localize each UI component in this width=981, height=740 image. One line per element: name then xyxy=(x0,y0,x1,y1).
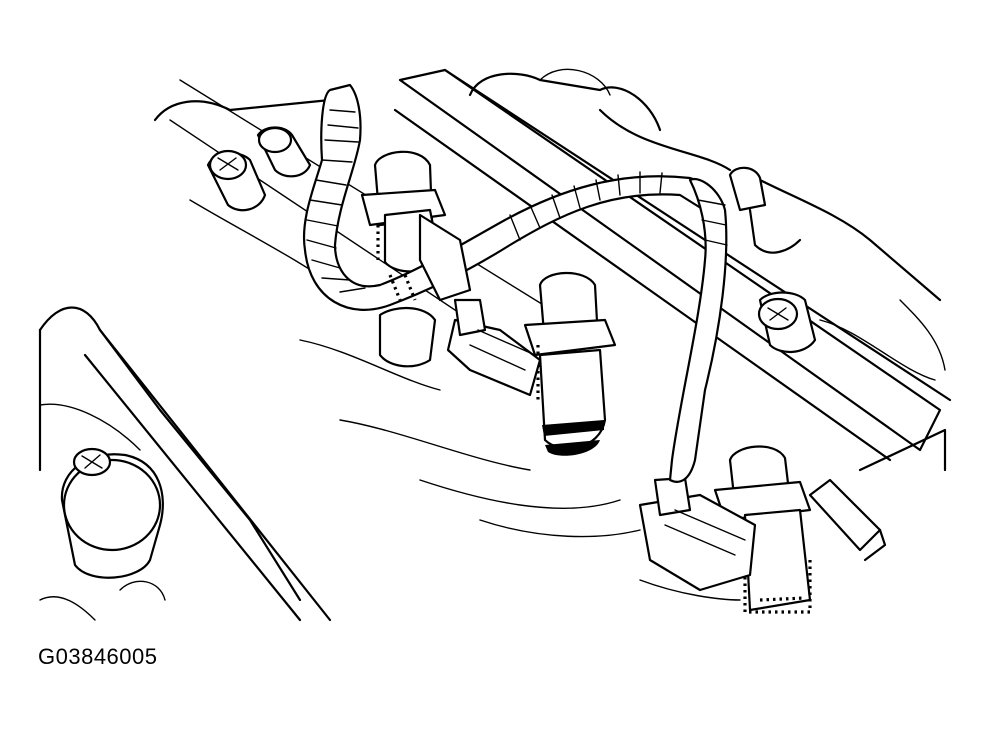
upper-engine-outline xyxy=(153,68,947,601)
engine-fuel-injector-diagram xyxy=(38,68,952,622)
rail-bolt-left xyxy=(206,149,267,212)
injector-3-connector xyxy=(638,476,757,592)
figure-code: G03846005 xyxy=(38,644,158,669)
hose-clamp xyxy=(808,478,887,562)
injector-2 xyxy=(523,271,617,456)
lower-left-bolt-icon xyxy=(72,447,112,477)
rail-bolt-right-icon xyxy=(757,291,817,353)
wiring-harness xyxy=(302,83,802,483)
injector-3 xyxy=(713,445,812,614)
rail-bolt-upper xyxy=(256,126,312,178)
left-engine-casting xyxy=(38,306,332,622)
harness-branch xyxy=(388,213,472,302)
lower-left-cap xyxy=(60,447,166,601)
injector-2-connector xyxy=(446,298,542,397)
